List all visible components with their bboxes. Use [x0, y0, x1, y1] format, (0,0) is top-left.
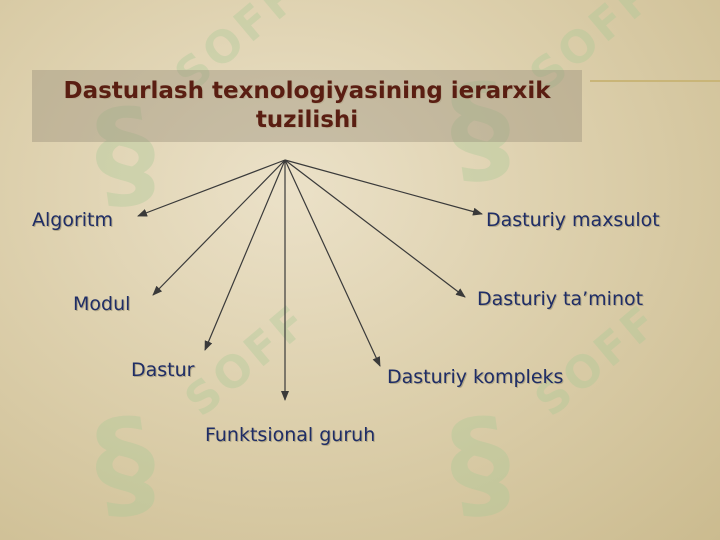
title-box [32, 70, 582, 142]
diagram-title: Dasturlash texnologiyasining ierarxik tu… [63, 78, 551, 133]
arrow-to-dasturiy-maxsulot [284, 159, 483, 216]
node-modul: Modul [73, 293, 131, 315]
arrow-to-dasturiy-kompleks [284, 159, 381, 367]
node-dasturiy-kompleks: Dasturiy kompleks [387, 366, 564, 388]
decorative-divider [590, 80, 720, 82]
node-dastur: Dastur [131, 359, 195, 381]
node-dasturiy-maxsulot: Dasturiy maxsulot [486, 209, 660, 231]
node-dasturiy-taminot: Dasturiy ta’minot [477, 288, 644, 310]
node-algoritm: Algoritm [32, 209, 114, 231]
arrow-to-dastur [204, 159, 286, 351]
arrow-to-modul [152, 159, 286, 296]
arrow-to-algoritm [137, 159, 286, 217]
node-funktsional-guruh: Funktsional guruh [205, 424, 376, 446]
arrow-to-dasturiy-taminot [284, 159, 466, 298]
